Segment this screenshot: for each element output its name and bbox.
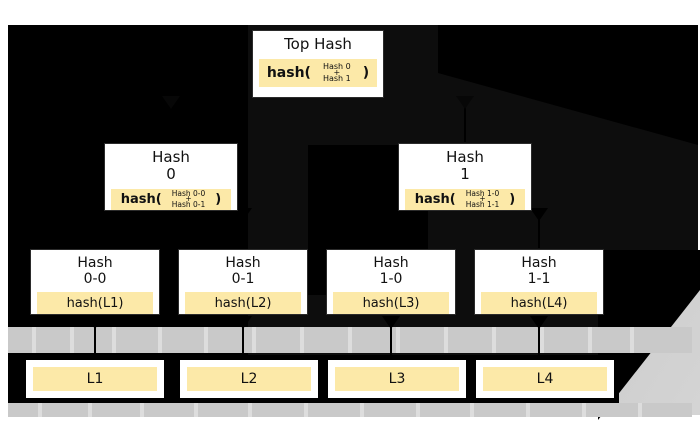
node-top-hash[interactable]: Top Hash hash( Hash 0 + Hash 1 ) — [252, 30, 384, 98]
arrowhead-hash0-to-top — [162, 96, 180, 109]
hash-operator: + — [333, 68, 341, 78]
node-hash-0-0-value: hash(L1) — [37, 292, 153, 314]
node-hash-0-title-line2: 0 — [166, 165, 176, 184]
hash-operator: + — [185, 194, 192, 204]
node-data-block-l1[interactable]: L1 — [21, 355, 169, 403]
hash-operator: + — [479, 194, 486, 204]
hash-prefix: hash( — [120, 191, 162, 207]
hash-operand-1: Hash 0-0 — [171, 188, 206, 198]
node-data-block-l3[interactable]: L3 — [323, 355, 471, 403]
node-hash-0-title: Hash 0 — [148, 144, 194, 187]
node-data-block-l2-value: L2 — [187, 367, 311, 391]
node-hash-0-value: hash( Hash 0-0 + Hash 0-1 ) — [111, 188, 231, 210]
connector-hash1-to-top — [464, 100, 466, 142]
connector-h01-to-h0 — [242, 212, 244, 248]
node-hash-0[interactable]: Hash 0 hash( Hash 0-0 + Hash 0-1 ) — [104, 143, 238, 211]
node-hash-1-1-value: hash(L4) — [481, 292, 597, 314]
node-data-block-l4[interactable]: L4 — [471, 355, 619, 403]
connector-h00-to-h0 — [94, 212, 96, 248]
node-hash-0-0[interactable]: Hash 0-0 hash(L1) — [30, 249, 160, 315]
hash-suffix: ) — [509, 191, 516, 207]
node-hash-0-0-title: Hash 0-0 — [73, 250, 116, 290]
node-hash-0-1-title-line2: 0-1 — [231, 271, 255, 288]
hash-operand-1: Hash 0 — [322, 62, 351, 72]
node-top-hash-value: hash( Hash 0 + Hash 1 ) — [259, 59, 377, 88]
connector-h11-to-h1 — [538, 212, 540, 248]
arrowhead-h11-to-h1 — [530, 208, 548, 221]
arrowhead-hash1-to-top — [456, 96, 474, 109]
node-hash-0-0-title-line2: 0-0 — [83, 271, 107, 288]
connector-l1-to-h00 — [94, 318, 96, 356]
node-hash-0-1-title: Hash 0-1 — [221, 250, 264, 290]
arrowhead-l1-to-h00 — [86, 316, 104, 329]
node-hash-0-title-line1: Hash — [152, 148, 190, 166]
hash-operand-2: Hash 1-1 — [465, 200, 500, 210]
connector-l2-to-h01 — [242, 318, 244, 356]
node-hash-1-1-title-line2: 1-1 — [527, 271, 551, 288]
node-hash-1-0-title-line2: 1-0 — [379, 271, 403, 288]
node-data-block-l3-value: L3 — [335, 367, 459, 391]
arrowhead-l3-to-h10 — [382, 316, 400, 329]
hash-prefix: hash( — [414, 191, 456, 207]
node-hash-1-title-line1: Hash — [446, 148, 484, 166]
node-hash-0-1-title-line1: Hash — [225, 255, 261, 271]
node-hash-0-0-title-line1: Hash — [77, 255, 113, 271]
node-hash-1-title-line2: 1 — [460, 165, 470, 184]
hash-operands: Hash 0-0 + Hash 0-1 — [172, 190, 206, 209]
connector-h10-to-h1 — [390, 212, 392, 248]
hash-operand-2: Hash 0-1 — [171, 200, 206, 210]
node-hash-1-title: Hash 1 — [442, 144, 488, 187]
hash-suffix: ) — [362, 65, 370, 82]
connector-hash0-to-top — [170, 100, 172, 142]
artifact-band-bottom — [8, 403, 692, 417]
connector-l3-to-h10 — [390, 318, 392, 356]
hash-operands: Hash 1-0 + Hash 1-1 — [466, 190, 500, 209]
node-data-block-l4-value: L4 — [483, 367, 607, 391]
arrowhead-l2-to-h01 — [234, 316, 252, 329]
artifact-band-middle — [8, 327, 692, 353]
hash-operands: Hash 0 + Hash 1 — [323, 63, 351, 83]
hash-operand-2: Hash 1 — [322, 74, 351, 84]
connector-l4-to-h11 — [538, 318, 540, 356]
node-hash-1-0-value: hash(L3) — [333, 292, 449, 314]
hash-suffix: ) — [215, 191, 222, 207]
node-hash-0-1[interactable]: Hash 0-1 hash(L2) — [178, 249, 308, 315]
arrowhead-l4-to-h11 — [530, 316, 548, 329]
node-hash-1[interactable]: Hash 1 hash( Hash 1-0 + Hash 1-1 ) — [398, 143, 532, 211]
node-hash-1-1-title: Hash 1-1 — [517, 250, 560, 290]
node-hash-0-1-value: hash(L2) — [185, 292, 301, 314]
node-hash-1-0-title: Hash 1-0 — [369, 250, 412, 290]
node-hash-1-1[interactable]: Hash 1-1 hash(L4) — [474, 249, 604, 315]
hash-prefix: hash( — [266, 65, 311, 82]
node-data-block-l2[interactable]: L2 — [175, 355, 323, 403]
hash-operand-1: Hash 1-0 — [465, 188, 500, 198]
arrowhead-h00-to-h0 — [86, 208, 104, 221]
node-hash-1-1-title-line1: Hash — [521, 255, 557, 271]
node-data-block-l1-value: L1 — [33, 367, 157, 391]
node-hash-1-0-title-line1: Hash — [373, 255, 409, 271]
node-hash-1-0[interactable]: Hash 1-0 hash(L3) — [326, 249, 456, 315]
node-top-hash-title: Top Hash — [284, 35, 352, 53]
node-hash-1-value: hash( Hash 1-0 + Hash 1-1 ) — [405, 188, 525, 210]
